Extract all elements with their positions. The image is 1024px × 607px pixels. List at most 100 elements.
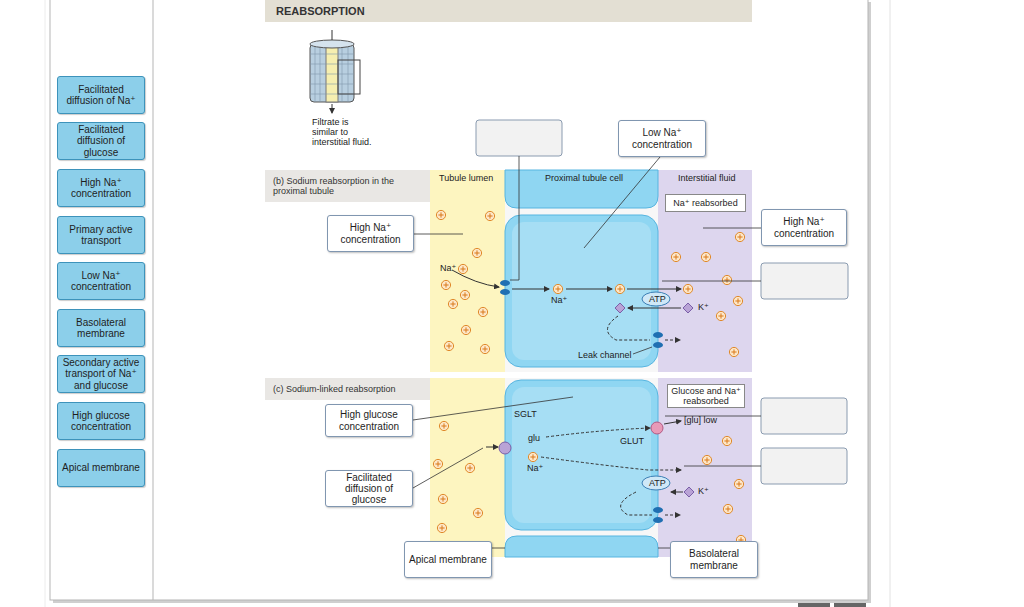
na-path <box>627 289 681 290</box>
flow-line <box>332 30 333 40</box>
na-ion <box>472 248 481 257</box>
atpase-pump <box>642 476 670 490</box>
answer-box: Facilitated diffusion of glucose <box>325 470 413 507</box>
note-box: Glucose and Na⁺ reabsorbed <box>667 384 745 408</box>
node-text-group: Facilitated diffusion of glucose <box>61 124 141 158</box>
node-text: (c) Sodium-linked reabsorption <box>273 384 396 394</box>
k-path <box>671 492 683 493</box>
na-ion <box>733 296 742 305</box>
na-ion <box>436 210 445 219</box>
atpase-pump <box>642 292 670 306</box>
node-text-group: Apical membrane <box>409 554 487 565</box>
empty-answer-box <box>761 448 847 484</box>
node-text: Na⁺ reabsorbed <box>673 198 737 208</box>
bank-divider <box>153 0 154 600</box>
na-path <box>566 289 612 290</box>
word-bank-box: Facilitated diffusion of glucose <box>57 122 145 160</box>
node-text-group: (b) Sodium reabsorption in the proximal … <box>273 176 430 196</box>
na-ion <box>716 311 725 320</box>
cell-shape <box>505 215 658 367</box>
node-text-group: High glucose concentration <box>61 410 141 432</box>
answer-box: High glucose concentration <box>325 404 413 437</box>
cell-highlight <box>512 387 651 523</box>
leader-line <box>584 157 660 248</box>
na-ion <box>465 463 474 472</box>
na-ion <box>615 284 624 293</box>
tubule-lumen <box>326 44 338 102</box>
node-text-group: Low Na⁺ concentration <box>622 127 702 149</box>
answer-box: High Na⁺ concentration <box>761 209 847 246</box>
na-ion <box>701 252 710 261</box>
leader-line <box>414 234 463 235</box>
node-text: Apical membrane <box>62 462 140 473</box>
na-path <box>452 270 499 287</box>
column-header: Proximal tubule cell <box>545 173 623 183</box>
word-bank-box: Secondary active transport of Na⁺ and gl… <box>57 355 145 393</box>
k-leak-path <box>665 340 680 341</box>
k-ion <box>683 303 693 313</box>
na-channel <box>500 280 510 286</box>
zoom-box <box>338 60 360 94</box>
leader-lines <box>413 156 761 548</box>
ion-label: Na⁺ <box>527 463 543 473</box>
panel-header: (c) Sodium-linked reabsorption <box>265 378 430 400</box>
na-ion <box>437 523 446 532</box>
node-text: (b) Sodium reabsorption in the proximal … <box>273 176 430 196</box>
glucose-path <box>546 428 650 437</box>
empty-answer-box <box>476 120 562 156</box>
node-text: Facilitated diffusion of glucose <box>329 472 409 506</box>
cell-gap <box>505 378 658 557</box>
node-text-group: High Na⁺ concentration <box>61 177 141 199</box>
node-text: High Na⁺ concentration <box>765 216 843 238</box>
na-ion <box>723 504 732 513</box>
na-ion <box>460 290 469 299</box>
node-text-group: Facilitated diffusion of Na⁺ <box>61 84 141 106</box>
pump-label: ATP <box>649 478 666 488</box>
word-bank-box: Facilitated diffusion of Na⁺ <box>57 76 145 114</box>
node-text: High Na⁺ concentration <box>331 222 410 244</box>
na-path <box>512 289 549 290</box>
cell-gap <box>505 170 658 372</box>
node-text: REABSORPTION <box>276 5 365 17</box>
sodium-ions <box>433 210 745 544</box>
cell-shape <box>505 380 658 530</box>
tubule-icon <box>310 30 360 113</box>
k-leak-path <box>621 492 652 515</box>
node-text: Secondary active transport of Na⁺ and gl… <box>61 357 141 391</box>
node-text-group: Glucose and Na⁺ reabsorbed <box>670 386 742 406</box>
node-text: Low Na⁺ concentration <box>622 127 702 149</box>
node-text-group: Basolateral membrane <box>61 317 141 339</box>
na-ion <box>433 459 442 468</box>
leader-line <box>413 448 483 488</box>
na-ion <box>729 347 738 356</box>
node-text-group: REABSORPTION <box>276 5 365 17</box>
interstitial-region <box>658 170 752 372</box>
na-ion <box>734 479 743 488</box>
word-bank-box: Primary active transport <box>57 216 145 254</box>
node-text-group: Basolateral membrane <box>674 548 754 570</box>
column-header: Interstitial fluid <box>678 173 736 183</box>
node-text: Basolateral membrane <box>674 548 754 570</box>
k-leak-path <box>607 316 650 340</box>
answer-box: Apical membrane <box>404 541 492 578</box>
na-ion <box>441 280 450 289</box>
na-ion <box>458 264 467 273</box>
leak-channel <box>653 517 663 523</box>
cell-shape <box>505 170 658 208</box>
node-text-group: High Na⁺ concentration <box>331 222 410 244</box>
na-channel <box>500 289 510 295</box>
leader-line <box>658 548 670 549</box>
na-ion <box>683 284 692 293</box>
na-ion <box>478 307 487 316</box>
na-ion <box>448 299 457 308</box>
lumen-region <box>430 170 505 372</box>
tubule-cells <box>310 44 354 102</box>
na-ion <box>722 275 731 284</box>
word-bank-box: Basolateral membrane <box>57 309 145 347</box>
part-label: GLUT <box>620 436 644 446</box>
answer-box: High Na⁺ concentration <box>327 215 414 252</box>
node-text: High Na⁺ concentration <box>61 177 141 199</box>
na-path <box>486 447 498 448</box>
na-ion <box>671 252 680 261</box>
